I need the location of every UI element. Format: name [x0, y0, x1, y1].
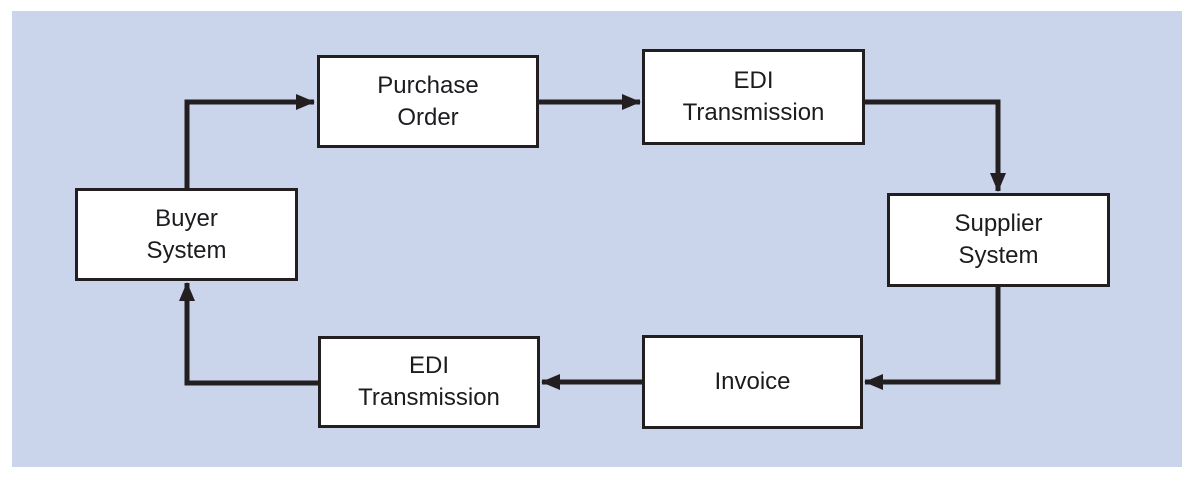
node-invoice: Invoice — [642, 335, 863, 429]
node-label-line: Transmission — [358, 384, 500, 411]
node-label-line: Purchase — [377, 71, 479, 99]
node-label-line: EDI — [408, 352, 449, 379]
node-label-line: Supplier — [954, 210, 1043, 237]
node-label-line: Invoice — [714, 368, 791, 395]
node-label-line: System — [958, 242, 1039, 269]
node-buyer-system: Buyer System — [75, 188, 298, 281]
node-edi-transmission-top: EDI Transmission — [642, 49, 865, 145]
node-purchase-order: Purchase Order — [317, 55, 539, 148]
node-edi-transmission-bottom: EDI Transmission — [318, 336, 540, 428]
node-label-line: Transmission — [682, 99, 825, 126]
node-label-line: Buyer — [155, 204, 218, 232]
node-label-line: System — [146, 236, 227, 264]
node-label-line: Order — [397, 103, 459, 131]
node-supplier-system: Supplier System — [887, 193, 1110, 287]
node-label-line: EDI — [733, 67, 774, 94]
